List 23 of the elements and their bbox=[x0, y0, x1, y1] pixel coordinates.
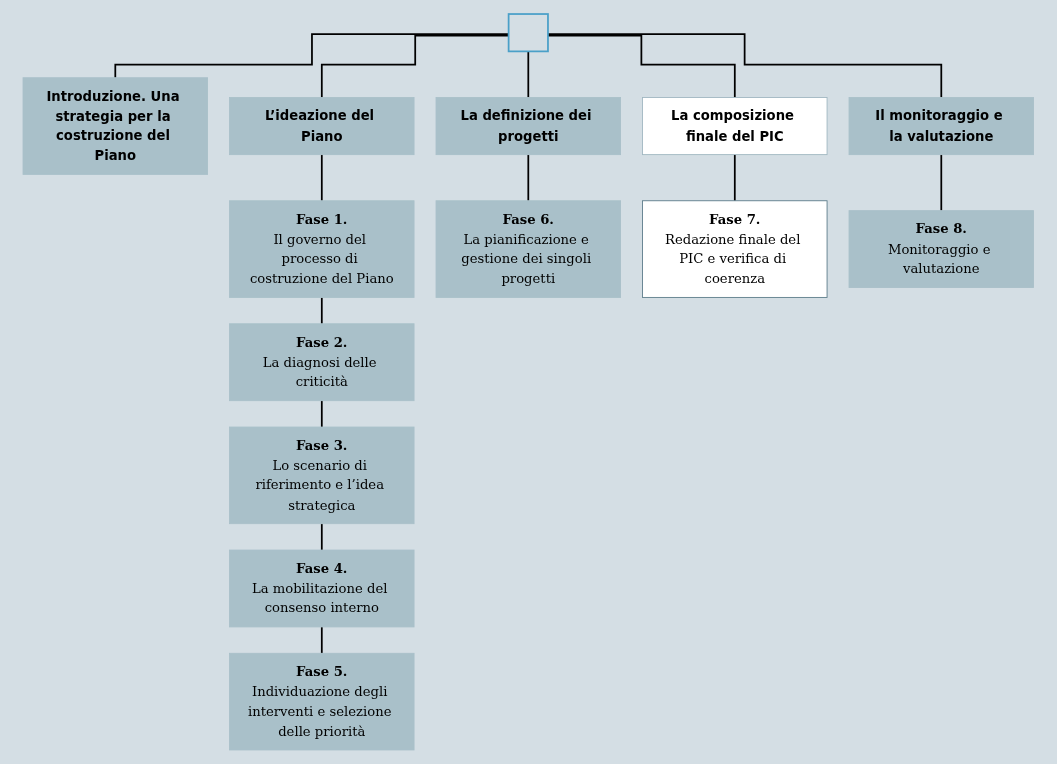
node-box: L’ideazione del Piano bbox=[229, 97, 415, 156]
connector bbox=[321, 522, 323, 551]
node-box: Fase 5. Individuazione degli interventi e selezione delle priorità bbox=[229, 652, 415, 751]
node-box: Introduzione. Una strategia per la costruzione del Piano bbox=[22, 77, 209, 175]
connector bbox=[527, 50, 530, 99]
node-box: La definizione dei progetti bbox=[435, 97, 622, 156]
connector bbox=[321, 296, 323, 325]
node-box: Fase 8. Monitoraggio e valutazione bbox=[848, 210, 1035, 288]
connector bbox=[940, 153, 943, 212]
node-box: Fase 6. La pianificazione e gestione dei singoli progetti bbox=[435, 200, 622, 298]
node-box: Il monitoraggio e la valutazione bbox=[848, 97, 1035, 156]
connector bbox=[527, 153, 530, 202]
connector bbox=[321, 153, 323, 202]
connector bbox=[321, 626, 323, 655]
node-box: Fase 2. La diagnosi delle criticità bbox=[229, 323, 415, 402]
connector bbox=[321, 399, 323, 428]
node-box: Fase 1. Il governo del processo di costruzione del Piano bbox=[229, 200, 415, 298]
node-box: Fase 7. Redazione finale del PIC e verifica di coerenza bbox=[642, 200, 828, 298]
connector bbox=[734, 153, 736, 202]
node-box bbox=[507, 13, 550, 53]
node-box: Fase 4. La mobilitazione del consenso interno bbox=[229, 549, 415, 628]
node-box: Fase 3. Lo scenario di riferimento e l’idea strategica bbox=[229, 426, 415, 525]
node-box: La composizione finale del PIC bbox=[642, 97, 828, 156]
